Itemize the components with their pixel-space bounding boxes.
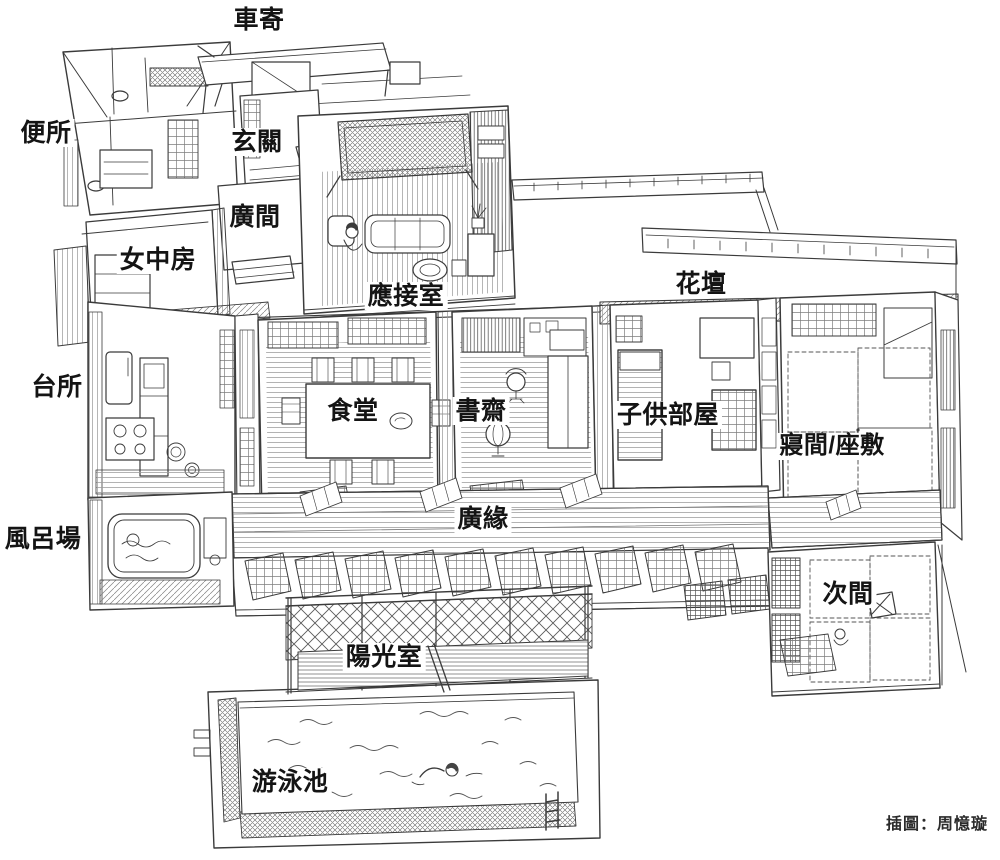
bedroom-zashiki (767, 291, 963, 549)
room-label-bathroom: 風呂場 (1, 525, 85, 553)
shutter-row (231, 543, 771, 621)
room-label-next-room: 次間 (819, 580, 877, 608)
room-label-hall: 廣間 (226, 203, 284, 231)
children-room (591, 297, 781, 507)
illustrator-credit: 插圖：周憶璇 (883, 810, 990, 834)
swimming-pool (193, 679, 601, 849)
room-label-kitchen: 台所 (28, 373, 86, 401)
room-label-dining-room: 食堂 (324, 397, 382, 425)
room-label-maid-room: 女中房 (116, 246, 200, 274)
room-label-reception: 應接室 (364, 282, 448, 310)
room-label-car-porch: 車寄 (230, 6, 288, 34)
kitchen (87, 301, 236, 501)
room-label-flower-bed: 花壇 (672, 270, 730, 298)
room-label-children-room: 子供部屋 (613, 401, 723, 429)
bathroom (87, 491, 235, 611)
room-label-veranda: 廣緣 (454, 505, 512, 533)
next-room (767, 541, 967, 697)
room-label-swimming-pool: 游泳池 (248, 768, 332, 796)
room-label-bedroom-zashiki: 寢間/座敷 (776, 432, 888, 460)
room-label-toilet: 便所 (17, 119, 75, 147)
toilet-wing (62, 41, 239, 216)
car-porch-canopy (197, 42, 471, 114)
room-label-entrance: 玄關 (228, 128, 286, 156)
reception-room (297, 105, 516, 319)
flower-bed-wall (511, 171, 958, 299)
room-label-sunroom: 陽光室 (342, 643, 426, 671)
room-label-study: 書齋 (452, 397, 510, 425)
